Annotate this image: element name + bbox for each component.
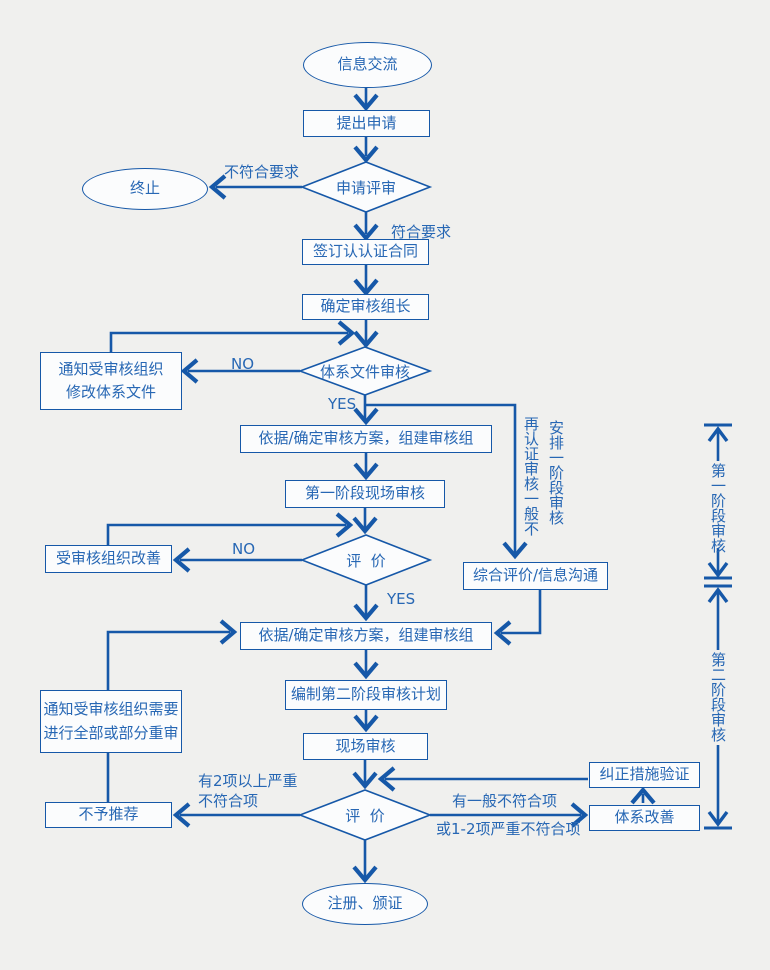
arrowhead-up-icon: [630, 786, 656, 805]
node-application-review: 申请评审: [335, 178, 396, 197]
arrowhead-left-icon: [377, 766, 396, 792]
label-recert-note-left-column: 再认证审核一般不: [522, 416, 540, 536]
diamond-eval1: [299, 534, 433, 586]
arrowhead-left-icon: [172, 547, 191, 573]
node-stage1-onsite: 第一阶段现场审核: [285, 480, 445, 508]
label-no-eval1: NO: [232, 540, 256, 558]
arrowhead-down-icon: [352, 516, 378, 535]
arrowhead-down-icon: [707, 561, 729, 578]
wire-notifyreaudit-plan2: [106, 630, 230, 690]
node-onsite: 现场审核: [303, 733, 428, 760]
arrowhead-right-icon: [337, 320, 356, 346]
arrowhead-right-icon: [219, 619, 238, 645]
node-eval2: 评 价: [345, 806, 385, 825]
arrowhead-left-icon: [208, 174, 227, 200]
arrowhead-down-icon: [353, 223, 379, 242]
node-notify-reaudit: 通知受审核组织需要 进行全部或部分重审: [40, 690, 182, 753]
diamond-doc-audit: [297, 346, 433, 396]
label-yes-eval1: YES: [387, 590, 416, 608]
arrowhead-right-icon: [335, 512, 354, 538]
label-severe-nonconformity: 有2项以上严重 不符合项: [198, 772, 298, 810]
node-plan-stage1: 依据/确定审核方案，组建审核组: [240, 425, 492, 453]
node-doc-audit: 体系文件审核: [319, 362, 410, 381]
label-bracket-stage1: 第一阶段审核: [709, 463, 727, 553]
arrowhead-down-icon: [352, 771, 378, 790]
node-notify-modify: 通知受审核组织 修改体系文件: [40, 352, 182, 410]
arrowhead-down-icon: [353, 278, 379, 297]
node-start: 信息交流: [303, 42, 432, 88]
arrowhead-down-icon: [502, 541, 528, 560]
wire-orgimprove-return: [106, 523, 346, 545]
arrowhead-down-icon: [353, 462, 379, 481]
label-bracket-stage2: 第二阶段审核: [709, 652, 727, 742]
node-not-recommend: 不予推荐: [45, 802, 172, 828]
label-yes-docaudit: YES: [328, 395, 357, 413]
node-sys-improve: 体系改善: [589, 805, 700, 831]
arrowhead-left-icon: [180, 358, 199, 384]
arrowhead-up-icon: [707, 587, 729, 604]
arrowhead-down-icon: [353, 407, 379, 426]
label-or-severe-nonconformity: 或1-2项严重不符合项: [436, 820, 581, 838]
node-stage2-plan: 编制第二阶段审核计划: [285, 680, 447, 710]
wire-notifymodify-return: [109, 331, 348, 352]
label-recert-note-right-column: 安排一阶段审核: [547, 420, 565, 525]
label-general-nonconformity: 有一般不符合项: [452, 792, 558, 810]
node-register: 注册、颁证: [302, 883, 428, 925]
arrowhead-down-icon: [353, 93, 379, 112]
arrowhead-right-icon: [570, 802, 589, 828]
diamond-application-review: [299, 161, 433, 213]
node-contract: 签订认认证合同: [302, 239, 429, 265]
arrowhead-down-icon: [352, 865, 378, 884]
node-corrective: 纠正措施验证: [589, 762, 700, 788]
label-no-docaudit: NO: [231, 355, 255, 373]
arrowhead-down-icon: [353, 661, 379, 680]
wire-yes-comprehensive: [366, 403, 517, 553]
arrowhead-up-icon: [707, 426, 729, 443]
node-comprehensive: 综合评价/信息沟通: [463, 562, 608, 590]
arrowhead-left-icon: [493, 620, 512, 646]
node-leader: 确定审核组长: [302, 294, 429, 320]
arrowhead-down-icon: [353, 330, 379, 349]
node-plan-stage2: 依据/确定审核方案，组建审核组: [240, 622, 492, 650]
label-meet: 符合要求: [391, 223, 452, 241]
arrowhead-down-icon: [353, 145, 379, 164]
label-not-meet: 不符合要求: [224, 163, 300, 181]
node-apply: 提出申请: [303, 110, 430, 137]
node-terminate: 终止: [82, 168, 208, 210]
arrowhead-left-icon: [172, 802, 191, 828]
node-eval1: 评 价: [346, 551, 386, 570]
arrowhead-down-icon: [707, 810, 729, 827]
arrowhead-down-icon: [353, 603, 379, 622]
wire-comprehensive-plan2: [501, 590, 542, 635]
arrowhead-down-icon: [353, 714, 379, 733]
node-org-improve: 受审核组织改善: [45, 545, 172, 573]
